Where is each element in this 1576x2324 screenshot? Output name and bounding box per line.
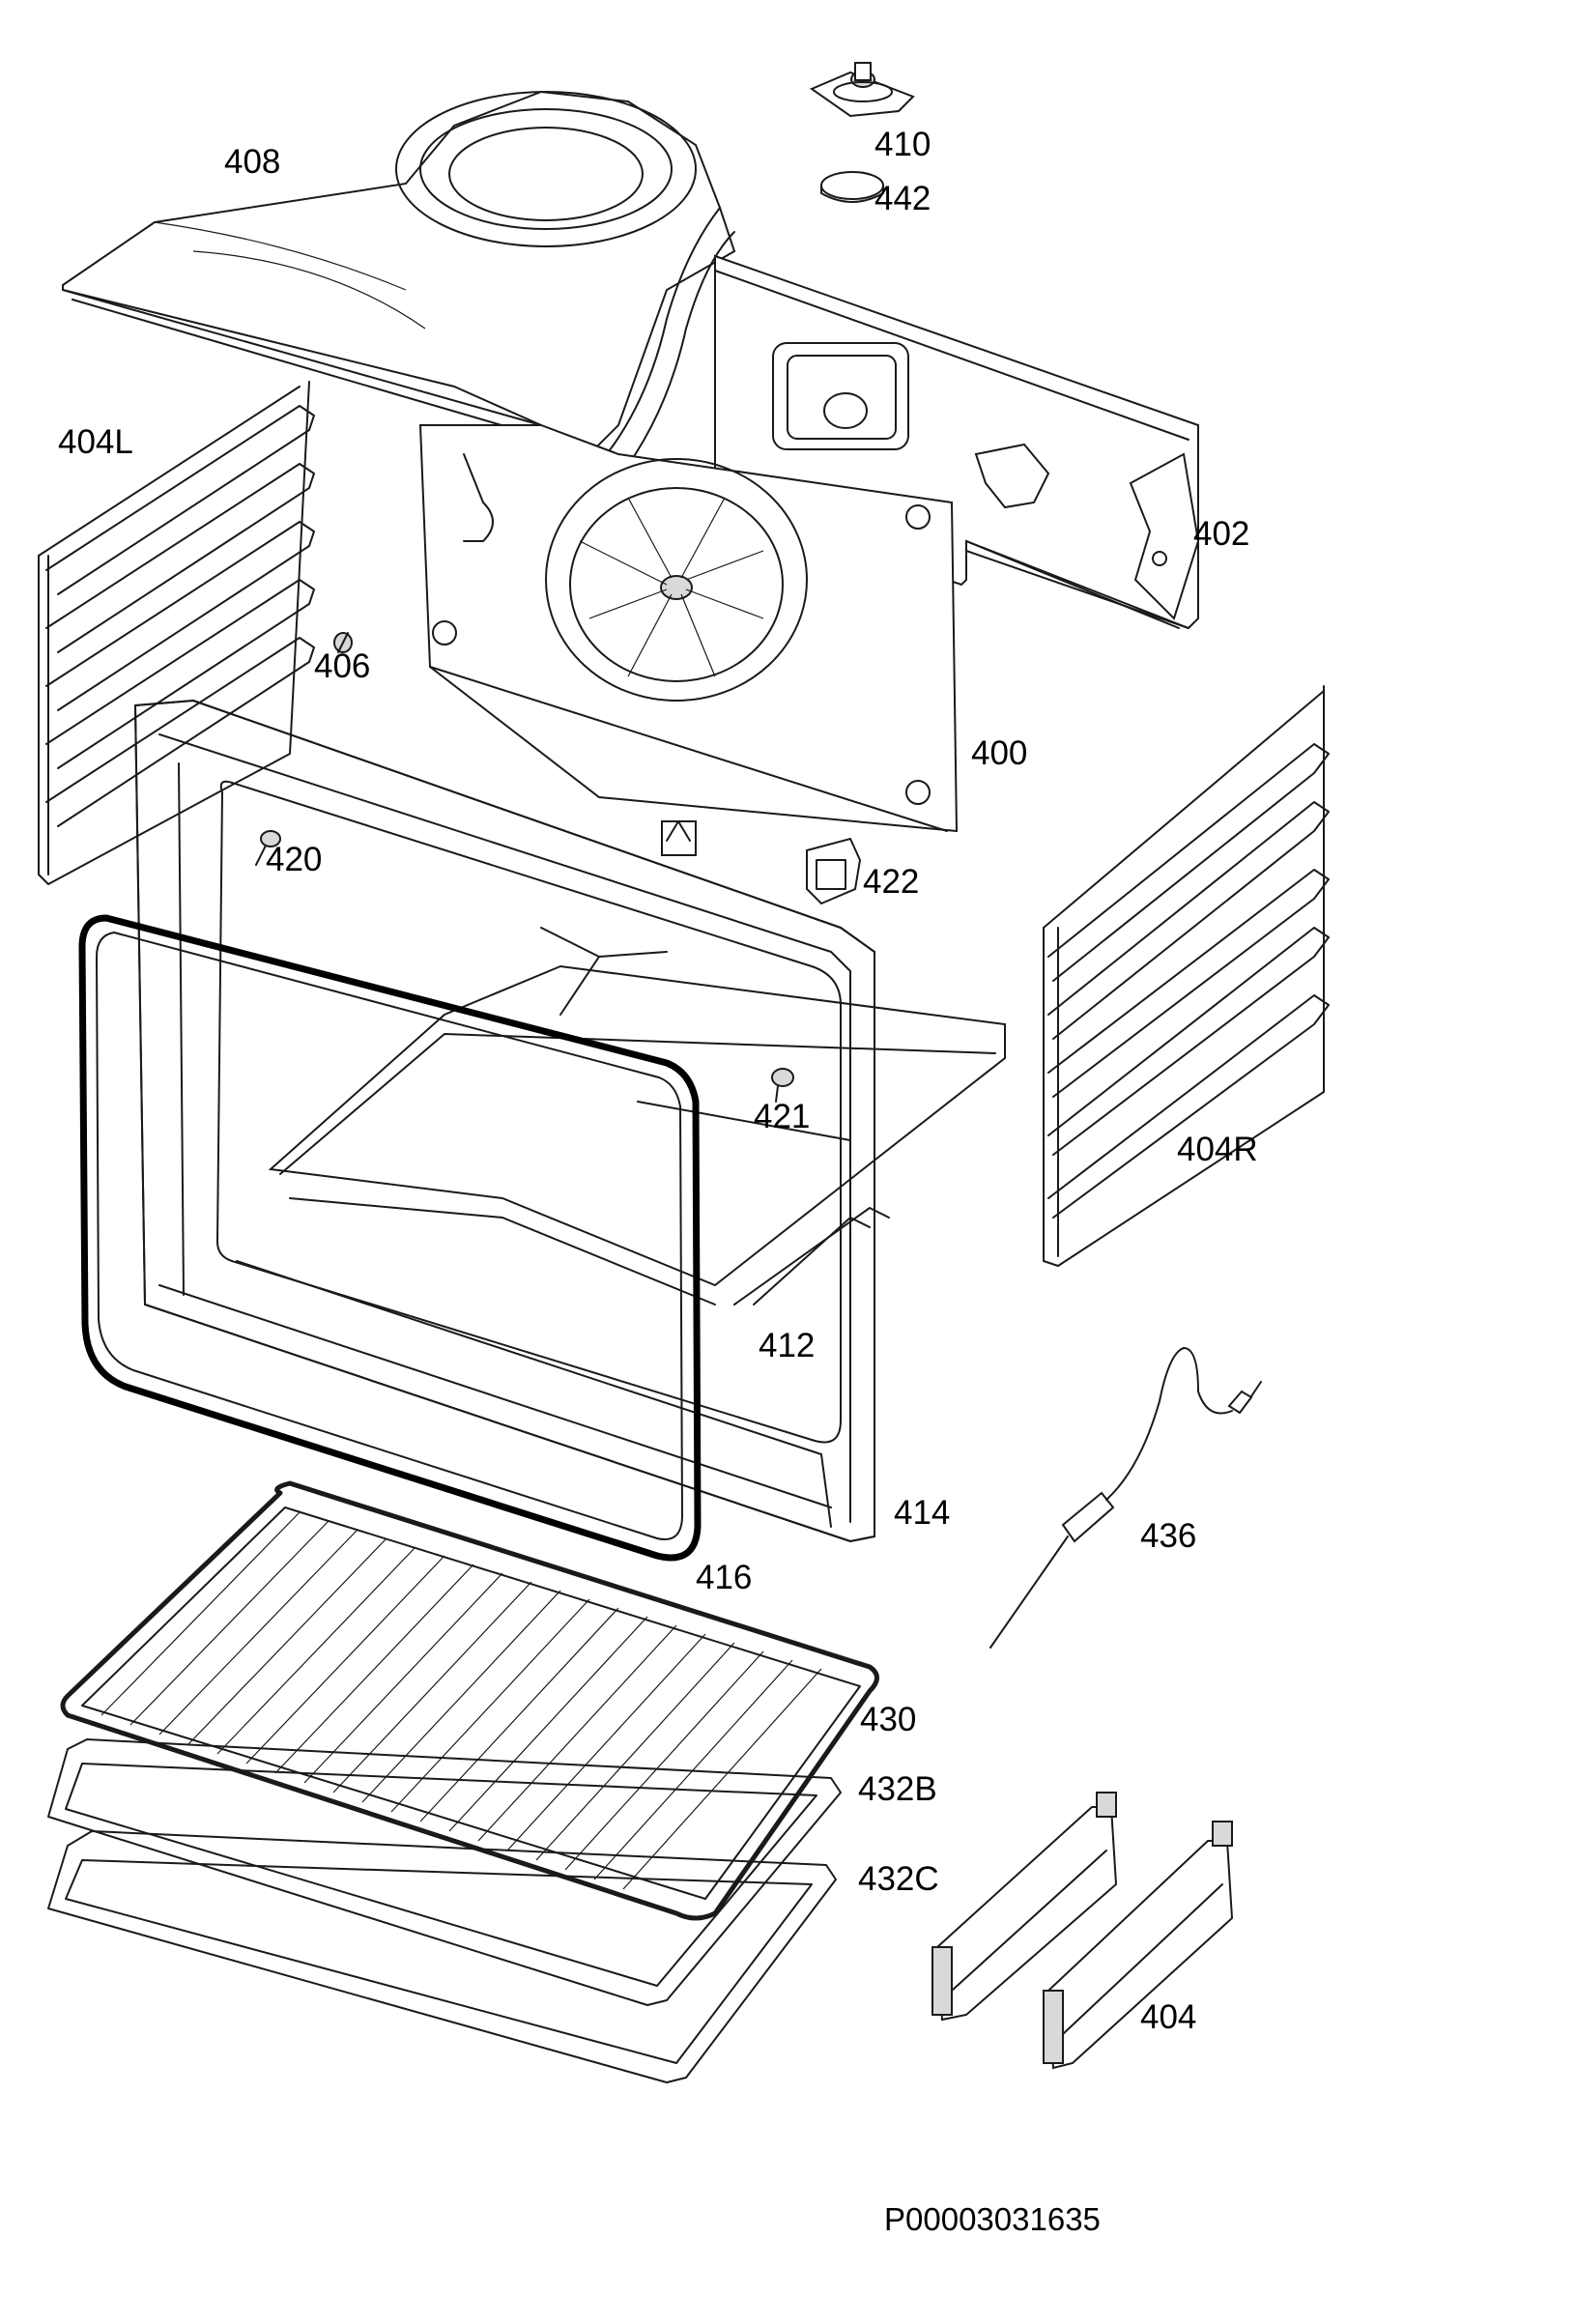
fan-cover-408-drawing: [62, 90, 736, 479]
callout-414: 414: [894, 1494, 951, 1532]
callout-404L: 404L: [58, 423, 133, 461]
front-frame-414-drawing: [133, 699, 875, 1543]
callout-402: 402: [1193, 515, 1250, 553]
cavity-412-drawing: [268, 927, 1006, 1305]
callout-430: 430: [860, 1701, 917, 1738]
drawing-code: P00003031635: [884, 2201, 1101, 2237]
motor-mount-410-drawing: [809, 62, 915, 118]
disc-442-drawing: [820, 171, 884, 203]
tray-432B-drawing: [47, 1738, 842, 2006]
callout-416: 416: [696, 1559, 753, 1596]
callout-420: 420: [266, 841, 323, 878]
wire-rack-430-drawing: [60, 1480, 879, 1921]
callout-436: 436: [1140, 1517, 1197, 1555]
door-seal-416-drawing: [78, 914, 702, 1562]
rear-wall-400-drawing: [418, 424, 959, 833]
callout-422: 422: [863, 863, 920, 901]
clip-406-drawing: [333, 632, 353, 653]
callout-410: 410: [874, 126, 931, 163]
callout-412: 412: [759, 1327, 816, 1364]
meat-probe-436-drawing: [989, 1347, 1262, 1649]
callout-400: 400: [971, 734, 1028, 772]
tray-432C-drawing: [47, 1830, 837, 2083]
callout-404R: 404R: [1177, 1131, 1258, 1168]
side-runner-404R-drawing: [1043, 685, 1330, 1267]
screw-421-drawing: [771, 1068, 794, 1103]
callout-421: 421: [754, 1098, 811, 1135]
side-runner-404L-drawing: [38, 381, 315, 885]
callout-442: 442: [874, 180, 931, 217]
screw-420-drawing: [255, 830, 281, 866]
callout-404: 404: [1140, 1998, 1197, 2036]
lamp-holder-422-drawing: [806, 837, 862, 905]
callout-432C: 432C: [858, 1860, 939, 1898]
telescopic-runners-404-drawing: [931, 1792, 1234, 2070]
callout-408: 408: [224, 143, 281, 181]
callout-406: 406: [314, 647, 371, 685]
callout-432B: 432B: [858, 1770, 937, 1808]
